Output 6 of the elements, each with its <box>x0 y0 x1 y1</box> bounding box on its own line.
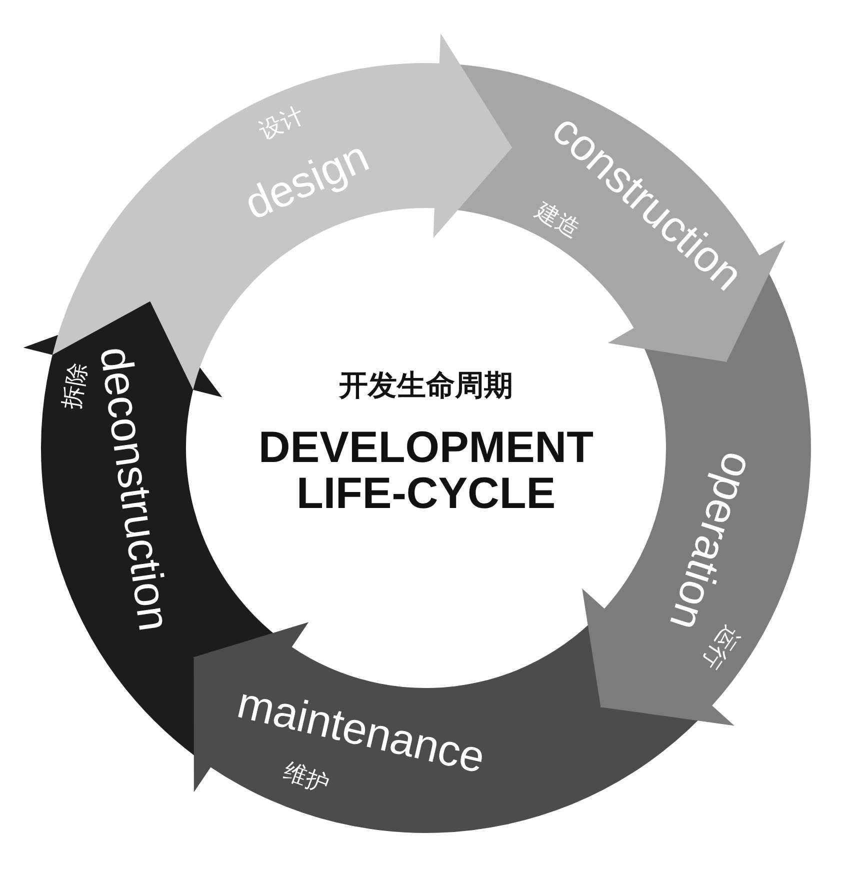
stage-label: deconstruction <box>92 344 176 634</box>
center-label: DEVELOPMENT LIFE-CYCLE <box>258 425 594 518</box>
stage-label-chinese: 拆除 <box>61 362 92 411</box>
stage-label-chinese: 运行 <box>698 621 743 672</box>
title: 开发生命周期 <box>338 367 514 404</box>
stage-label-chinese: 设计 <box>256 104 308 144</box>
